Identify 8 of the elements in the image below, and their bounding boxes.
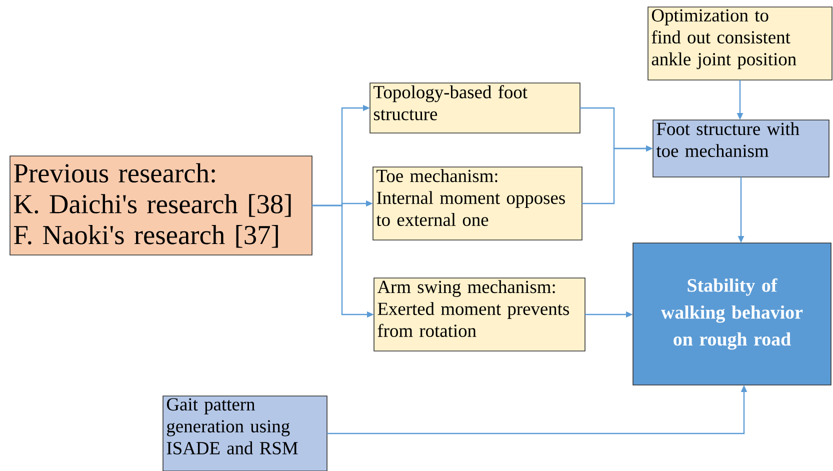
process-box: Foot structure with toe mechanism [652,120,830,178]
process-box: Toe mechanism: Internal moment opposes to external one [372,166,582,240]
result-box: Stability of walking behavior on rough road [632,242,832,386]
process-box: Optimization to find out consistent ankle joint position [648,6,832,80]
research-box: Previous research: K. Daichi's research [38] F. Naoki's research [37] [10,156,312,256]
process-box: Topology-based foot structure [370,82,580,134]
process-box: Gait pattern generation using ISADE and RSM [162,396,328,471]
process-box: Arm swing mechanism: Exerted moment prevents from rotation [374,278,586,352]
